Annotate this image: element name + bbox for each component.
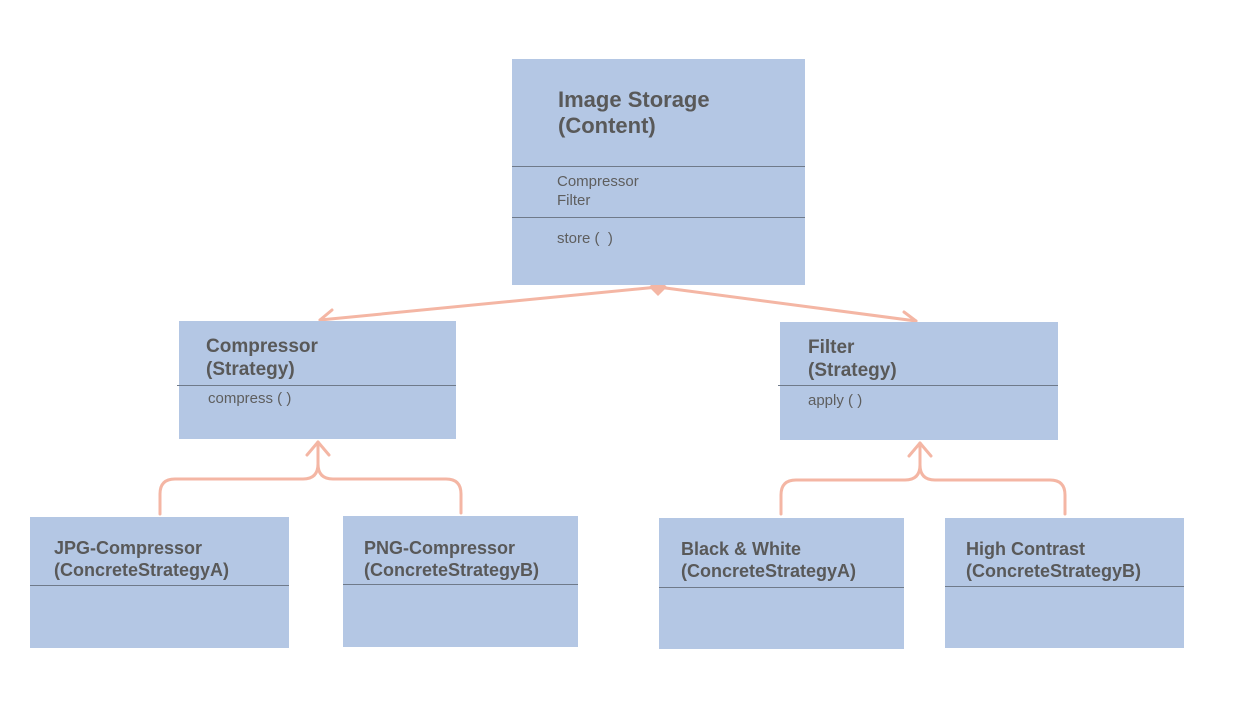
context-attribute-filter: Filter: [557, 192, 591, 209]
context-divider-1: [512, 166, 805, 167]
realization-connector-filter: [779, 441, 1067, 516]
black-white-filter-box[interactable]: Black & White (ConcreteStrategyA): [659, 518, 904, 649]
png-compressor-box[interactable]: PNG-Compressor (ConcreteStrategyB): [343, 516, 578, 647]
arrowhead-compressor-realization: [305, 440, 331, 457]
black-white-filter-title: Black & White (ConcreteStrategyA): [681, 539, 857, 581]
context-attribute-compressor: Compressor: [557, 173, 639, 190]
filter-method: apply ( ): [808, 392, 863, 409]
arrowhead-filter-realization: [907, 441, 933, 458]
png-compressor-divider: [343, 584, 578, 585]
realization-connector-compressor: [158, 440, 463, 516]
jpg-compressor-title: JPG-Compressor (ConcreteStrategyA): [54, 538, 230, 580]
context-class-box[interactable]: Image Storage (Content) Compressor Filte…: [512, 59, 805, 285]
compressor-divider: [177, 385, 456, 386]
association-line-compressor: [318, 285, 660, 322]
black-white-filter-divider: [659, 587, 904, 588]
compressor-method: compress ( ): [208, 390, 292, 407]
filter-strategy-box[interactable]: Filter (Strategy) apply ( ): [778, 322, 1058, 440]
filter-divider: [778, 385, 1058, 386]
high-contrast-filter-title: High Contrast (ConcreteStrategyB): [966, 539, 1142, 581]
jpg-compressor-box[interactable]: JPG-Compressor (ConcreteStrategyA): [30, 517, 289, 648]
jpg-compressor-divider: [30, 585, 289, 586]
context-class-title: Image Storage (Content): [558, 87, 710, 139]
png-compressor-title: PNG-Compressor (ConcreteStrategyB): [364, 538, 540, 580]
context-divider-2: [512, 217, 805, 218]
filter-strategy-title: Filter (Strategy): [808, 337, 897, 381]
compressor-strategy-box[interactable]: Compressor (Strategy) compress ( ): [177, 321, 456, 439]
high-contrast-filter-box[interactable]: High Contrast (ConcreteStrategyB): [945, 518, 1184, 648]
association-line-filter: [656, 285, 918, 323]
high-contrast-filter-divider: [945, 586, 1184, 587]
compressor-strategy-title: Compressor (Strategy): [206, 336, 318, 380]
context-method-store: store ( ): [557, 230, 613, 247]
